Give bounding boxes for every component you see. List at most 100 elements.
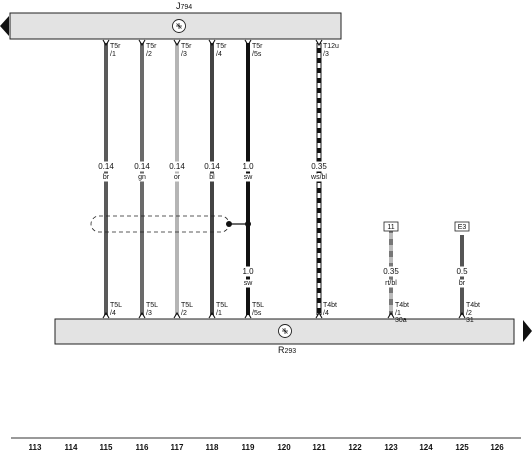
shield-bundle — [90, 215, 251, 233]
left-page-arrow-icon[interactable] — [0, 16, 9, 36]
top-connector-115: T5r — [110, 43, 121, 50]
bottom-connector-125: T4bt — [466, 302, 480, 309]
axis-tick-123: 123 — [384, 443, 398, 452]
label-bg-lower-119 — [241, 266, 256, 277]
top-connector-117: T5r — [181, 43, 192, 50]
wire-gauge-119: 1.0 — [242, 162, 254, 171]
axis-tick-113: 113 — [29, 443, 42, 452]
label-bg-116 — [133, 161, 152, 172]
label-bg-117 — [172, 173, 182, 182]
label-bg-119 — [242, 173, 255, 182]
terminal-box-123 — [383, 221, 399, 232]
axis-tick-118: 118 — [206, 443, 219, 452]
label-bg-121 — [309, 173, 329, 182]
wire-color-125: br — [459, 280, 466, 287]
connector-pin-bottom-121-icon — [315, 311, 323, 319]
wire-gauge-121: 0.35 — [311, 162, 327, 171]
wire-color-115: br — [103, 174, 110, 181]
axis-tick-120: 120 — [277, 443, 291, 452]
top-connector-119: T5r — [252, 43, 263, 50]
connector-pin-bottom-117-icon — [173, 311, 181, 319]
bottom-connector-116: T5L — [146, 302, 158, 309]
connector-pin-bottom-125-icon — [458, 311, 466, 319]
label-bg-123 — [384, 279, 399, 288]
bottom-connector-119: T5L — [252, 302, 264, 309]
label-bg-119 — [241, 161, 256, 172]
axis-tick-126: 126 — [490, 443, 504, 452]
top-connector-121: T12u — [323, 43, 339, 50]
terminal-box-label-123: 11 — [387, 224, 394, 231]
wire-gauge-118: 0.14 — [204, 162, 220, 171]
bottom-component-label: R293 — [278, 345, 296, 355]
wire-gauge-lower-119: 1.0 — [242, 267, 254, 276]
label-bg-121 — [310, 161, 329, 172]
connector-pin-top-118-icon — [208, 39, 216, 47]
label-bg-125 — [457, 279, 467, 288]
bottom-pin-121: /4 — [323, 310, 329, 317]
connector-pin-bottom-115-icon — [102, 311, 110, 319]
label-bg-123 — [382, 266, 401, 277]
connector-pin-top-119-icon — [244, 39, 252, 47]
wire-color-117: or — [174, 174, 181, 181]
axis-tick-124: 124 — [419, 443, 433, 452]
axis-tick-121: 121 — [312, 443, 326, 452]
wires: T5r/10.14brT5L/4T5r/20.14gnT5L/3T5r/30.1… — [97, 39, 480, 324]
top-pin-121: /3 — [323, 51, 329, 58]
wire-gauge-123: 0.35 — [383, 267, 399, 276]
axis-tick-116: 116 — [136, 443, 149, 452]
ground-symbol-top-icon — [172, 19, 186, 33]
wire-color-lower-119: sw — [244, 280, 254, 287]
wire-color-123: rt/bl — [385, 280, 397, 287]
bottom-connector-121: T4bt — [323, 302, 337, 309]
wire-color-121: ws/bl — [310, 174, 327, 181]
label-bg-115 — [101, 173, 111, 182]
connector-pin-bottom-119-icon — [244, 311, 252, 319]
label-bg-125 — [455, 266, 470, 277]
wire-gauge-117: 0.14 — [169, 162, 185, 171]
label-bg-lower-119 — [242, 279, 255, 288]
bottom-connector-118: T5L — [216, 302, 228, 309]
terminal-box-label-125: E3 — [458, 224, 467, 231]
wire-gauge-115: 0.14 — [98, 162, 114, 171]
top-component-label: J794 — [176, 1, 192, 11]
label-bg-118 — [208, 173, 217, 182]
label-bg-117 — [168, 161, 187, 172]
wire-gauge-116: 0.14 — [134, 162, 150, 171]
component-bottom: R293 — [54, 318, 532, 355]
bottom-pin2-125: 31 — [466, 317, 474, 324]
top-pin-118: /4 — [216, 51, 222, 58]
label-bg-115 — [97, 161, 116, 172]
connector-pin-top-116-icon — [138, 39, 146, 47]
bottom-connector-115: T5L — [110, 302, 122, 309]
bottom-pin2-123: 30a — [395, 317, 407, 324]
ground-symbol-bottom-icon — [278, 324, 292, 338]
wire-junction-dot — [245, 221, 251, 227]
top-connector-118: T5r — [216, 43, 227, 50]
label-bg-116 — [137, 173, 147, 182]
axis-tick-125: 125 — [455, 443, 469, 452]
right-page-arrow-icon[interactable] — [523, 320, 532, 342]
bottom-pin-125: /2 — [466, 310, 472, 317]
bottom-connector-117: T5L — [181, 302, 193, 309]
top-connector-116: T5r — [146, 43, 157, 50]
axis-tick-117: 117 — [171, 443, 184, 452]
bottom-pin-118: /1 — [216, 310, 222, 317]
terminal-box-125 — [454, 221, 470, 232]
shield-outline — [90, 215, 230, 233]
bottom-pin-123: /1 — [395, 310, 401, 317]
wire-color-116: gn — [138, 174, 146, 181]
wire-color-118: bl — [209, 174, 215, 181]
wire-gauge-125: 0.5 — [456, 267, 468, 276]
axis-tick-115: 115 — [100, 443, 113, 452]
